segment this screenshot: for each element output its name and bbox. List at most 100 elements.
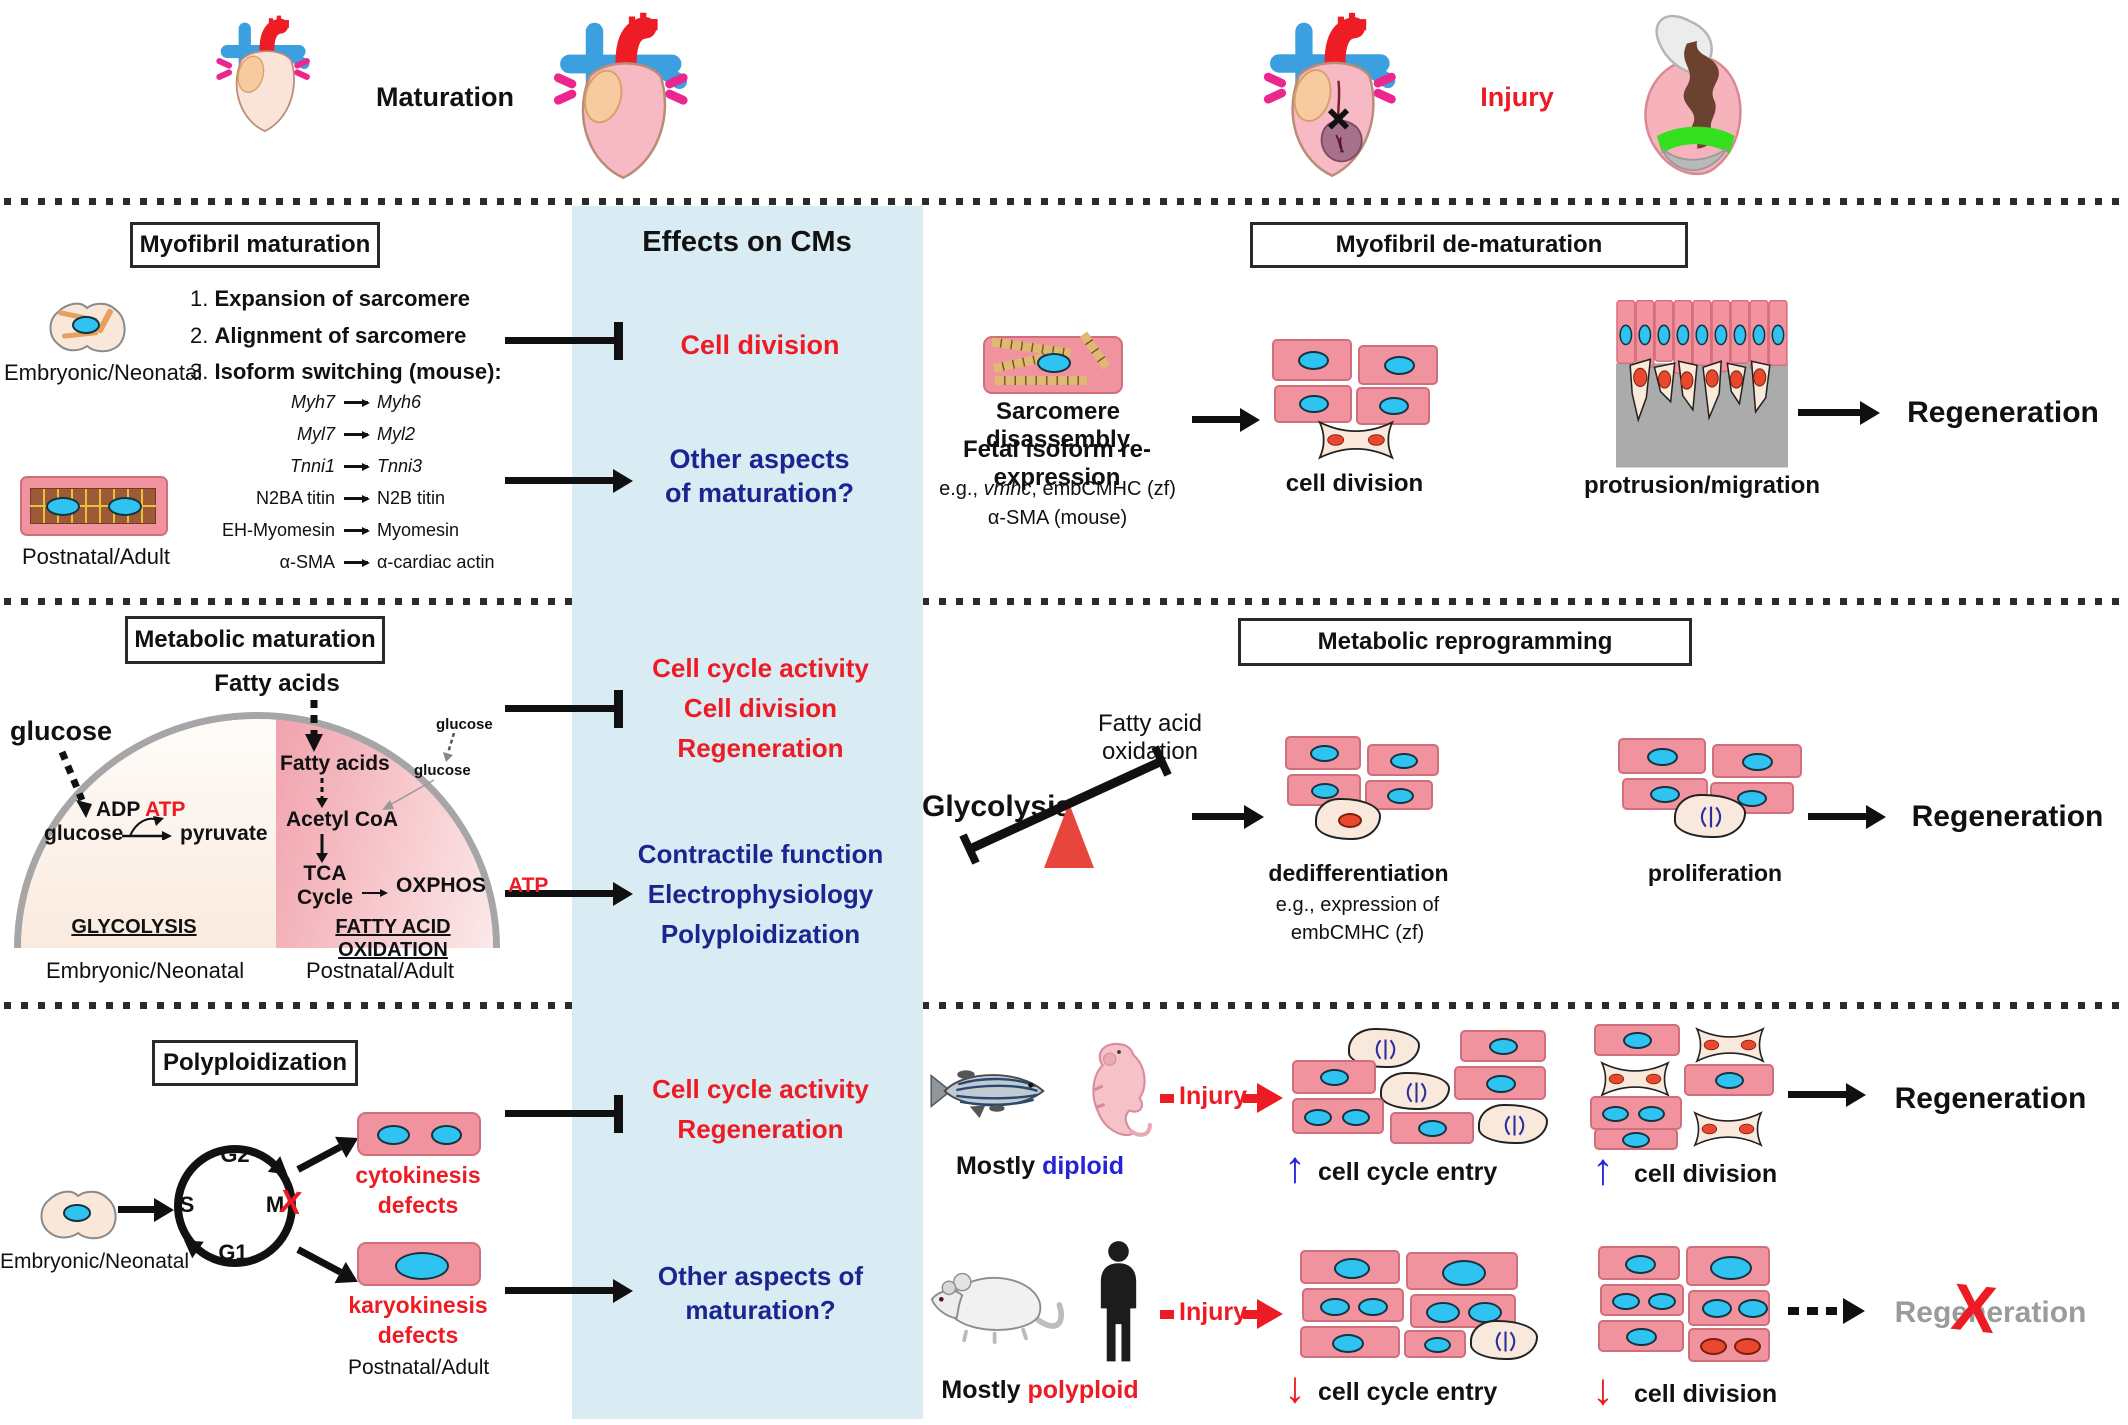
blocked-x-icon: X: [1948, 1268, 2000, 1348]
cardiomyocyte-cell: [1285, 736, 1361, 770]
cardiomyocyte-cell: [1598, 1320, 1684, 1352]
myofibril-maturation-title: Myofibril maturation: [130, 222, 380, 268]
regeneration-label: Regeneration: [1907, 396, 2099, 429]
regeneration-label: Regeneration: [1894, 1082, 2087, 1115]
binucleated-cm: [357, 1112, 481, 1156]
adp-label: ADP: [96, 798, 141, 821]
cardiomyocyte-cell: [1600, 1284, 1684, 1316]
embryonic-label: Embryonic/Neonatal: [4, 360, 203, 385]
acetyl-coa-label: Acetyl CoA: [286, 808, 399, 831]
cardiomyocyte-cell: [1712, 744, 1802, 778]
dediff-example-2: embCMHC (zf): [1290, 922, 1425, 944]
effect-cell-cycle-activity: Cell cycle activity: [652, 653, 869, 683]
myofibril-dematuration-title: Myofibril de-maturation: [1250, 222, 1688, 268]
effect-other-aspects-1: Other aspects of: [657, 1261, 864, 1291]
tca-label-1: TCA: [303, 862, 347, 885]
injury-arrow: Injury: [1160, 1078, 1285, 1118]
down-arrow-icon: ↓: [1284, 1363, 1306, 1412]
protrusion-migration-icon: [1616, 300, 1788, 468]
cell-division-cluster-up: [1590, 1024, 1780, 1150]
myofibril-step-1: 1. Expansion of sarcomere: [190, 286, 471, 311]
dotted-arrow: [1788, 1307, 1843, 1315]
mitotic-cell: [1478, 1104, 1548, 1144]
mitotic-cell: [1470, 1320, 1538, 1360]
adult-mouse-icon: [930, 1272, 1065, 1344]
maturation-label: Maturation: [376, 82, 514, 112]
dividing-cell-icon: [1600, 1061, 1670, 1097]
cell-division-label: cell division: [1634, 1160, 1778, 1188]
protrusion-migration-label: protrusion/migration: [1584, 472, 1820, 499]
sarcomere-disassembly-label: Sarcomere disassembly: [985, 398, 1131, 453]
effect-other-aspects-2: maturation?: [685, 1295, 836, 1325]
cycle-m-label: M: [265, 1192, 285, 1217]
cardiomyocyte-cell: [1454, 1066, 1546, 1100]
cardiomyocyte-cell: [1300, 1250, 1400, 1284]
neonatal-mouse-icon: [1092, 1042, 1152, 1137]
effect-regeneration: Regeneration: [677, 1114, 844, 1144]
right-arrow-icon: [510, 891, 527, 895]
dedifferentiated-cell: [1315, 798, 1381, 840]
down-arrow: [316, 834, 328, 863]
human-icon: [1100, 1241, 1137, 1362]
adult-cm-icon: [20, 476, 168, 536]
mostly-polyploid-label: Mostly polyploid: [941, 1376, 1139, 1404]
cardiomyocyte-cell: [1686, 1246, 1770, 1286]
postnatal-label: Postnatal/Adult: [348, 1356, 490, 1379]
cell-division-label: cell division: [1285, 470, 1424, 497]
effect-other-aspects-1: Other aspects: [669, 444, 850, 474]
arrow: [118, 1206, 154, 1213]
proliferation-cluster: [1618, 736, 1810, 840]
mitotic-cell: [1380, 1072, 1450, 1110]
cardiomyocyte-cell: [1287, 774, 1361, 806]
myofibril-step-2: 2. Alignment of sarcomere: [190, 323, 467, 348]
effect-other-aspects-2: of maturation?: [665, 478, 854, 508]
cardiomyocyte-cell: [1367, 744, 1439, 776]
effect-regeneration: Regeneration: [677, 733, 844, 763]
fetal-isoform-examples-2: α-SMA (mouse): [987, 507, 1128, 529]
arrow: [1192, 813, 1244, 820]
cardiomyocyte-cell: [1292, 1098, 1384, 1134]
glucose-inside-label: glucose: [414, 762, 471, 779]
glucose-label-big: glucose: [10, 716, 113, 746]
cycle-g2-label: G2: [220, 1142, 250, 1167]
dematuring-cm-icon: [983, 331, 1123, 394]
right-arrow-icon: [362, 891, 386, 895]
mitotic-spindle-icon: [1700, 806, 1722, 828]
dividing-cell-icon: [1695, 1027, 1765, 1063]
injury-label: Injury: [1480, 82, 1554, 112]
right-arrow-icon: [344, 465, 368, 468]
metabolic-maturation-title: Metabolic maturation: [125, 616, 385, 664]
arrow: [1808, 813, 1866, 820]
pyruvate-label: pyruvate: [180, 822, 268, 845]
cardiomyocyte-cell: [1406, 1252, 1518, 1290]
cell-cycle-entry-cluster: [1292, 1028, 1554, 1148]
cardiomyocyte-cell: [1618, 738, 1706, 774]
cardiomyocyte-cell: [1356, 387, 1430, 425]
atp-label-2: ATP: [508, 874, 549, 897]
embryonic-label: Embryonic/Neonatal: [46, 958, 245, 983]
glucose-uptake-arrow: [58, 750, 92, 818]
proliferation-label: proliferation: [1647, 860, 1783, 886]
metabolic-reprogramming-title: Metabolic reprogramming: [1238, 618, 1692, 666]
effect-cell-cycle-activity: Cell cycle activity: [652, 1074, 869, 1104]
fatty-acids-inner-label: Fatty acids: [280, 752, 390, 775]
fatty-acid-entry-arrow: [305, 700, 323, 752]
cardiomyocyte-cell: [1688, 1290, 1770, 1326]
low-cell-cycle-entry-cluster: [1300, 1250, 1556, 1362]
fao-heading: FATTY ACID OXIDATION: [335, 916, 451, 961]
cell-cycle-entry-label: cell cycle entry: [1318, 1378, 1498, 1406]
cardiomyocyte-cell: [1358, 345, 1438, 385]
cell-cycle-icon: [174, 1145, 296, 1267]
karyokinesis-label-2: defects: [377, 1322, 459, 1348]
cardiomyocyte-cell: [1590, 1096, 1682, 1130]
glycolysis-reaction-arrow: [122, 816, 172, 840]
regeneration-label: Regeneration: [1911, 800, 2104, 833]
tca-label-2: Cycle: [296, 886, 354, 909]
fetal-isoform-examples: e.g., vmhc, embCMHC (zf): [939, 478, 1176, 500]
embryonic-label: Embryonic/Neonatal: [0, 1250, 190, 1273]
effect-contractile: Contractile function: [637, 839, 884, 869]
